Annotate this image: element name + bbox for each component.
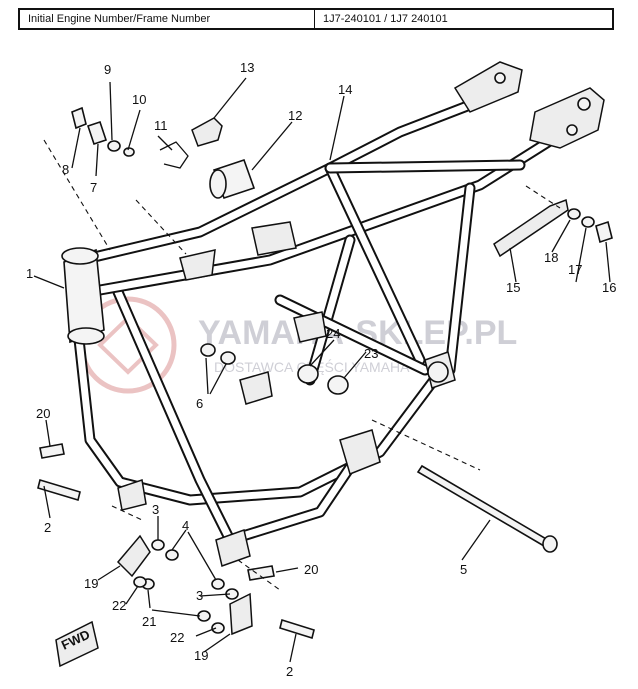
callout-11: 11 bbox=[154, 118, 168, 133]
frame-gusset-center bbox=[251, 221, 297, 256]
callout-23: 23 bbox=[364, 346, 378, 361]
rubber-bushing-face bbox=[209, 169, 227, 199]
nut-22a bbox=[133, 576, 147, 588]
callout-17: 17 bbox=[568, 262, 582, 277]
callout-2a: 2 bbox=[44, 520, 51, 535]
callout-15: 15 bbox=[506, 280, 520, 295]
callout-18: 18 bbox=[544, 250, 558, 265]
frame-body bbox=[61, 61, 605, 567]
nut-3a bbox=[151, 539, 165, 551]
callout-16: 16 bbox=[602, 280, 616, 295]
callout-8: 8 bbox=[62, 162, 69, 177]
head-pipe-top bbox=[61, 247, 99, 265]
callout-19a: 19 bbox=[84, 576, 98, 591]
washer-4b bbox=[211, 578, 225, 590]
callout-1: 1 bbox=[26, 266, 33, 281]
nut-22b bbox=[211, 622, 225, 634]
engine-mount-plate-upper bbox=[293, 311, 327, 343]
callout-10: 10 bbox=[132, 92, 146, 107]
frame-number-header: Initial Engine Number/Frame Number 1J7-2… bbox=[18, 8, 614, 30]
parts: FWD bbox=[37, 106, 613, 668]
callout-22b: 22 bbox=[170, 630, 184, 645]
callout-4: 4 bbox=[182, 518, 189, 533]
bolt-2-right bbox=[279, 618, 315, 640]
bolt-20-right bbox=[247, 565, 275, 581]
callout-12: 12 bbox=[288, 108, 302, 123]
frame-gusset-left bbox=[179, 249, 216, 281]
callout-22a: 22 bbox=[112, 598, 126, 613]
callout-7: 7 bbox=[90, 180, 97, 195]
nut-10 bbox=[123, 147, 135, 157]
fwd-arrow-icon bbox=[55, 620, 99, 668]
bracket-19-right bbox=[229, 592, 253, 636]
nut-6a bbox=[200, 343, 216, 357]
damper-24 bbox=[297, 364, 319, 384]
callout-labels: 1 2 2 3 3 4 5 6 7 8 9 10 11 12 13 14 15 … bbox=[26, 60, 616, 679]
screw-8 bbox=[71, 106, 87, 130]
rear-bracket-upper bbox=[453, 61, 523, 113]
callout-13: 13 bbox=[240, 60, 254, 75]
pivot-shaft bbox=[416, 464, 550, 548]
watermark-logo-inner-icon bbox=[97, 315, 159, 375]
washer-17 bbox=[581, 216, 595, 228]
callout-14: 14 bbox=[338, 82, 352, 97]
damper-23 bbox=[327, 375, 349, 395]
callout-9: 9 bbox=[104, 62, 111, 77]
frame-tab-lower-left bbox=[215, 529, 251, 567]
collar-7 bbox=[86, 120, 108, 146]
engine-mount-plate bbox=[239, 371, 273, 405]
nut-6b bbox=[220, 351, 236, 365]
pivot-shaft-head bbox=[542, 535, 558, 553]
callout-3b: 3 bbox=[196, 588, 203, 603]
callout-19b: 19 bbox=[194, 648, 208, 663]
washer-4a bbox=[165, 549, 179, 561]
cable-clip bbox=[159, 141, 189, 169]
washer-9 bbox=[107, 140, 121, 152]
head-pipe-bottom bbox=[67, 327, 105, 345]
frame-tab-lower-right bbox=[339, 429, 381, 476]
callout-5: 5 bbox=[460, 562, 467, 577]
header-frame-number-value: 1J7-240101 / 1J7 240101 bbox=[323, 13, 448, 25]
callout-24: 24 bbox=[326, 326, 340, 341]
leader-lines bbox=[33, 77, 611, 663]
bolt-2-left bbox=[37, 478, 81, 502]
pivot-hole bbox=[427, 361, 449, 383]
callout-21: 21 bbox=[142, 614, 156, 629]
header-engine-frame-label: Initial Engine Number/Frame Number bbox=[20, 10, 315, 28]
callout-20a: 20 bbox=[36, 406, 50, 421]
nut-18 bbox=[567, 208, 581, 220]
bracket-19-left bbox=[116, 534, 151, 578]
bracket-13 bbox=[191, 117, 223, 147]
callout-6: 6 bbox=[196, 396, 203, 411]
bolt-20-left bbox=[39, 443, 65, 459]
callout-3a: 3 bbox=[152, 502, 159, 517]
callout-20b: 20 bbox=[304, 562, 318, 577]
callout-2b: 2 bbox=[286, 664, 293, 679]
footrest-stay bbox=[493, 198, 569, 258]
bolt-16 bbox=[595, 220, 613, 244]
frame-tab-front bbox=[117, 479, 147, 511]
rear-bracket-right bbox=[529, 87, 605, 149]
